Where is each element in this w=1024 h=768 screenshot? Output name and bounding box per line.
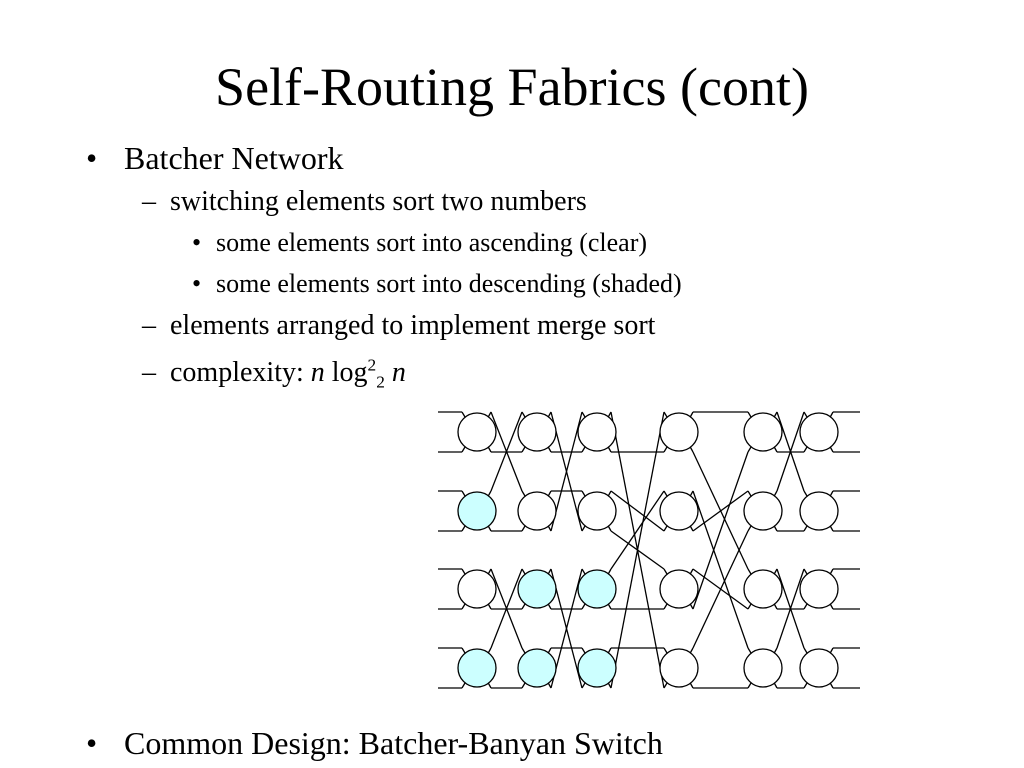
network-wire xyxy=(610,490,665,570)
slide-title: Self-Routing Fabrics (cont) xyxy=(215,57,809,117)
sorting-elements xyxy=(457,412,839,688)
ascending-sort-element xyxy=(457,412,497,452)
complexity-exponent: 2 xyxy=(367,355,377,375)
bullet-text: Common Design: Batcher-Banyan Switch xyxy=(124,725,663,761)
ascending-sort-element xyxy=(659,648,699,688)
ascending-sort-element xyxy=(799,648,839,688)
ascending-sort-element xyxy=(457,569,497,609)
descending-sort-element xyxy=(517,648,557,688)
bullet-marker: • xyxy=(192,269,202,298)
network-wire xyxy=(776,411,805,492)
batcher-network-diagram xyxy=(438,411,860,689)
ascending-sort-element xyxy=(743,569,783,609)
complexity-prefix: complexity: xyxy=(170,357,311,388)
ascending-sort-element xyxy=(799,412,839,452)
network-wire xyxy=(610,490,665,532)
bullet-batcher-network: • Batcher Network xyxy=(86,139,344,177)
ascending-sort-element xyxy=(743,412,783,452)
network-wires xyxy=(438,411,860,689)
network-wire xyxy=(692,490,749,649)
sub-bullet-merge-sort: – elements arranged to implement merge s… xyxy=(142,310,656,342)
sub-sub-bullet-text: some elements sort into descending (shad… xyxy=(216,269,682,298)
network-wire xyxy=(692,451,749,610)
ascending-sort-element xyxy=(799,569,839,609)
sub-sub-bullet-text: some elements sort into ascending (clear… xyxy=(216,228,648,257)
ascending-sort-element xyxy=(743,648,783,688)
descending-sort-element xyxy=(577,569,617,609)
ascending-sort-element xyxy=(659,491,699,531)
ascending-sort-element xyxy=(577,491,617,531)
bullet-common-design: • Common Design: Batcher-Banyan Switch xyxy=(86,724,663,762)
complexity-variable-n: n xyxy=(310,357,325,388)
ascending-sort-element xyxy=(659,412,699,452)
descending-sort-element xyxy=(577,648,617,688)
ascending-sort-element xyxy=(517,491,557,531)
complexity-log-base: 2 xyxy=(376,372,385,392)
dash-marker: – xyxy=(142,310,156,341)
sub-bullet-text: switching elements sort two numbers xyxy=(170,186,587,217)
ascending-sort-element xyxy=(517,412,557,452)
network-wire xyxy=(490,411,523,492)
sub-bullet-complexity: – complexity: n log22 n xyxy=(142,355,406,392)
sub-bullet-switching-elements: – switching elements sort two numbers xyxy=(142,186,587,218)
sub-sub-bullet-ascending: • some elements sort into ascending (cle… xyxy=(192,228,648,258)
ascending-sort-element xyxy=(799,491,839,531)
network-wire xyxy=(776,568,805,649)
network-wire xyxy=(692,530,749,649)
ascending-sort-element xyxy=(743,491,783,531)
descending-sort-element xyxy=(457,491,497,531)
sub-bullet-text: elements arranged to implement merge sor… xyxy=(170,310,656,341)
bullet-marker: • xyxy=(192,228,202,257)
ascending-sort-element xyxy=(577,412,617,452)
dash-marker: – xyxy=(142,186,156,217)
network-wire xyxy=(692,490,749,532)
dash-marker: – xyxy=(142,357,156,388)
complexity-variable-n-2: n xyxy=(391,357,406,388)
sub-sub-bullet-descending: • some elements sort into descending (sh… xyxy=(192,269,682,299)
network-wire xyxy=(490,568,523,649)
complexity-log: log xyxy=(324,357,368,388)
bullet-marker: • xyxy=(86,725,98,761)
network-wire xyxy=(610,411,665,689)
descending-sort-element xyxy=(457,648,497,688)
bullet-text: Batcher Network xyxy=(124,140,344,176)
bullet-marker: • xyxy=(86,140,98,176)
descending-sort-element xyxy=(517,569,557,609)
ascending-sort-element xyxy=(659,569,699,609)
